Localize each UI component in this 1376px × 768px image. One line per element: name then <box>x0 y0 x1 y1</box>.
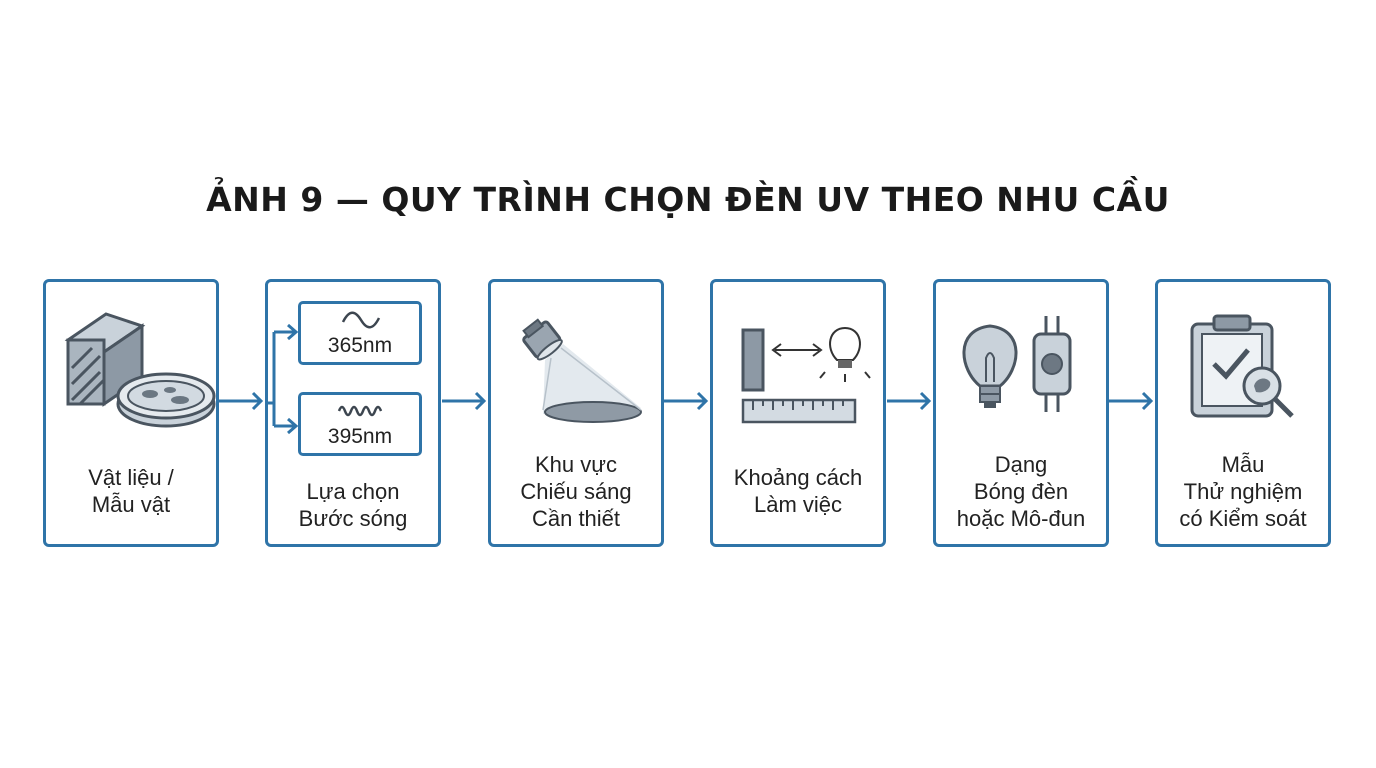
wavelength-label: 395nm <box>327 425 393 448</box>
step-material: Vật liệu / Mẫu vật <box>43 279 219 547</box>
step-label-line: Bóng đèn <box>973 479 1069 504</box>
clipboard-check-icon <box>1190 314 1294 418</box>
step-lamp-form: Dạng Bóng đèn hoặc Mô-đun <box>933 279 1109 547</box>
step-label-line: hoặc Mô-đun <box>956 506 1086 531</box>
dense-wave-icon <box>337 405 383 417</box>
step-label-line: Mẫu vật <box>91 492 171 517</box>
step-illumination-area: Khu vực Chiếu sáng Cần thiết <box>488 279 664 547</box>
step-label-line: Vật liệu / <box>88 465 174 490</box>
page-title: ẢNH 9 — QUY TRÌNH CHỌN ĐÈN UV THEO NHU C… <box>206 180 1170 219</box>
step-label-line: Làm việc <box>753 492 843 517</box>
step-label-line: Khoảng cách <box>733 465 863 490</box>
bulb-module-icon <box>962 316 1072 412</box>
wavelength-option-365: 365nm <box>298 301 422 365</box>
step-label-line: Dạng <box>994 452 1048 477</box>
step-label-line: Thử nghiệm <box>1183 479 1303 504</box>
wavelength-option-395: 395nm <box>298 392 422 456</box>
wavelength-branch-icon <box>268 323 299 435</box>
flow-arrow <box>442 391 487 411</box>
step-label-line: Khu vực <box>535 452 617 477</box>
step-wavelength: 365nm 395nm Lựa chọn Bước sóng <box>265 279 441 547</box>
flow-arrow <box>664 391 709 411</box>
step-label-line: Lựa chọn <box>306 479 400 504</box>
material-sample-icon <box>64 312 216 428</box>
distance-ruler-icon <box>741 326 871 424</box>
step-label-line: có Kiểm soát <box>1179 506 1307 531</box>
flow-arrow <box>887 391 932 411</box>
step-label-line: Bước sóng <box>298 506 408 531</box>
sine-wave-icon <box>341 311 381 329</box>
flow-arrow <box>1109 391 1154 411</box>
step-working-distance: Khoảng cách Làm việc <box>710 279 886 547</box>
step-label-line: Chiếu sáng <box>520 479 632 504</box>
step-label-line: Mẫu <box>1221 452 1265 477</box>
spotlight-area-icon <box>522 318 642 423</box>
step-label-line: Cần thiết <box>531 506 621 531</box>
flow-arrow <box>219 391 264 411</box>
wavelength-label: 365nm <box>327 334 393 357</box>
step-controlled-sample: Mẫu Thử nghiệm có Kiểm soát <box>1155 279 1331 547</box>
